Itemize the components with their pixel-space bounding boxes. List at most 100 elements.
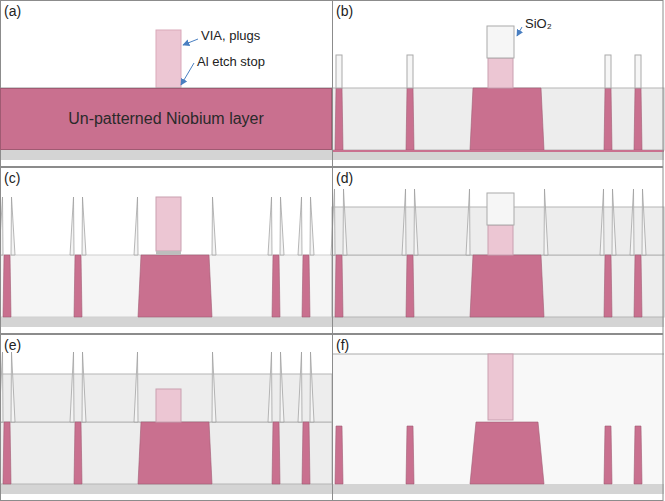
hard-mask — [407, 55, 413, 88]
panel-border — [1, 335, 333, 501]
oxide-spacer — [70, 197, 74, 255]
oxide-fill — [0, 255, 332, 317]
process-step-panel — [332, 1, 664, 167]
oxide-spacer — [212, 197, 216, 255]
oxide-spacer — [82, 352, 86, 422]
hard-mask — [336, 55, 342, 88]
oxide-spacer — [343, 189, 347, 255]
via-plug — [488, 58, 513, 88]
leader-arrow — [183, 39, 198, 45]
oxide-spacer — [414, 189, 418, 255]
panel-letter: (c) — [4, 170, 20, 186]
niobium-line — [3, 255, 11, 317]
substrate — [332, 317, 664, 327]
niobium-line — [335, 88, 343, 150]
callout-label: SiO₂ — [525, 17, 552, 32]
process-step-panel — [0, 1, 333, 167]
oxide-spacer — [600, 189, 604, 255]
oxide-spacer — [82, 197, 86, 255]
oxide-spacer — [70, 352, 74, 422]
niobium-residue — [332, 150, 664, 152]
via-plug — [488, 225, 513, 255]
niobium-pad — [470, 88, 544, 150]
niobium-line — [335, 426, 343, 484]
niobium-pad — [138, 422, 212, 484]
via-plug — [156, 30, 181, 88]
leader-arrow — [517, 27, 522, 36]
panel-border — [1, 168, 333, 334]
oxide-spacer — [134, 352, 138, 422]
oxide-cap — [487, 193, 514, 225]
niobium-line — [604, 426, 612, 484]
process-step-panel — [0, 168, 333, 334]
oxide-spacer — [298, 197, 302, 255]
niobium-pad — [470, 422, 544, 484]
niobium-pad — [138, 255, 212, 317]
oxide-fill — [332, 354, 664, 484]
panel-border — [333, 168, 664, 334]
via-plug — [156, 389, 181, 422]
oxide-spacer — [310, 352, 314, 422]
callout-label: Al etch stop — [197, 55, 265, 70]
oxide-spacer — [402, 189, 406, 255]
substrate — [332, 484, 664, 494]
niobium-line — [272, 422, 280, 484]
oxide-cap — [487, 26, 514, 58]
substrate — [0, 484, 332, 494]
niobium-line — [302, 255, 310, 317]
niobium-line — [406, 255, 414, 317]
niobium-line — [406, 426, 414, 484]
oxide-spacer — [268, 197, 272, 255]
oxide-fill — [0, 422, 332, 484]
al-etch-stop — [156, 251, 181, 255]
via-plug — [488, 354, 513, 420]
hard-mask — [635, 55, 641, 88]
oxide-fill — [332, 255, 664, 317]
process-step-panel — [331, 168, 664, 334]
niobium-line — [3, 422, 11, 484]
oxide-spacer — [642, 189, 646, 255]
panel-letter: (b) — [336, 3, 353, 19]
niobium-pad — [470, 255, 544, 317]
substrate — [0, 317, 332, 327]
niobium-line — [634, 426, 642, 484]
oxide-spacer — [212, 352, 216, 422]
leader-arrow — [181, 63, 194, 85]
process-step-panel — [332, 335, 664, 501]
niobium-line — [74, 255, 82, 317]
panel-border — [333, 1, 664, 167]
panel-letter: (f) — [336, 337, 349, 353]
oxide-spacer — [280, 197, 284, 255]
niobium-line — [302, 422, 310, 484]
oxide-spacer — [268, 352, 272, 422]
niobium-line — [406, 88, 414, 150]
panel-letter: (e) — [4, 337, 21, 353]
oxide-fill — [332, 88, 664, 150]
niobium-line — [335, 255, 343, 317]
oxide-spacer — [11, 197, 15, 255]
substrate — [332, 150, 664, 160]
oxide-spacer — [630, 189, 634, 255]
panel-border — [1, 1, 333, 167]
niobium-line — [634, 88, 642, 150]
niobium-line — [634, 255, 642, 317]
oxide-spacer — [466, 189, 470, 255]
callout-label: VIA, plugs — [201, 29, 260, 44]
oxide-spacer — [298, 352, 302, 422]
via-plug — [156, 197, 181, 251]
oxide-spacer — [134, 197, 138, 255]
panel-letter: (d) — [336, 170, 353, 186]
panel-border — [333, 335, 664, 501]
oxide-spacer — [310, 197, 314, 255]
niobium-line — [604, 88, 612, 150]
material-layer: Un-patterned Niobium layer — [0, 88, 332, 150]
niobium-line — [604, 255, 612, 317]
oxide-spacer — [11, 352, 15, 422]
process-step-panel — [0, 335, 333, 501]
layer-label: Un-patterned Niobium layer — [68, 110, 264, 128]
substrate — [0, 150, 332, 160]
niobium-line — [74, 422, 82, 484]
oxide-spacer — [612, 189, 616, 255]
